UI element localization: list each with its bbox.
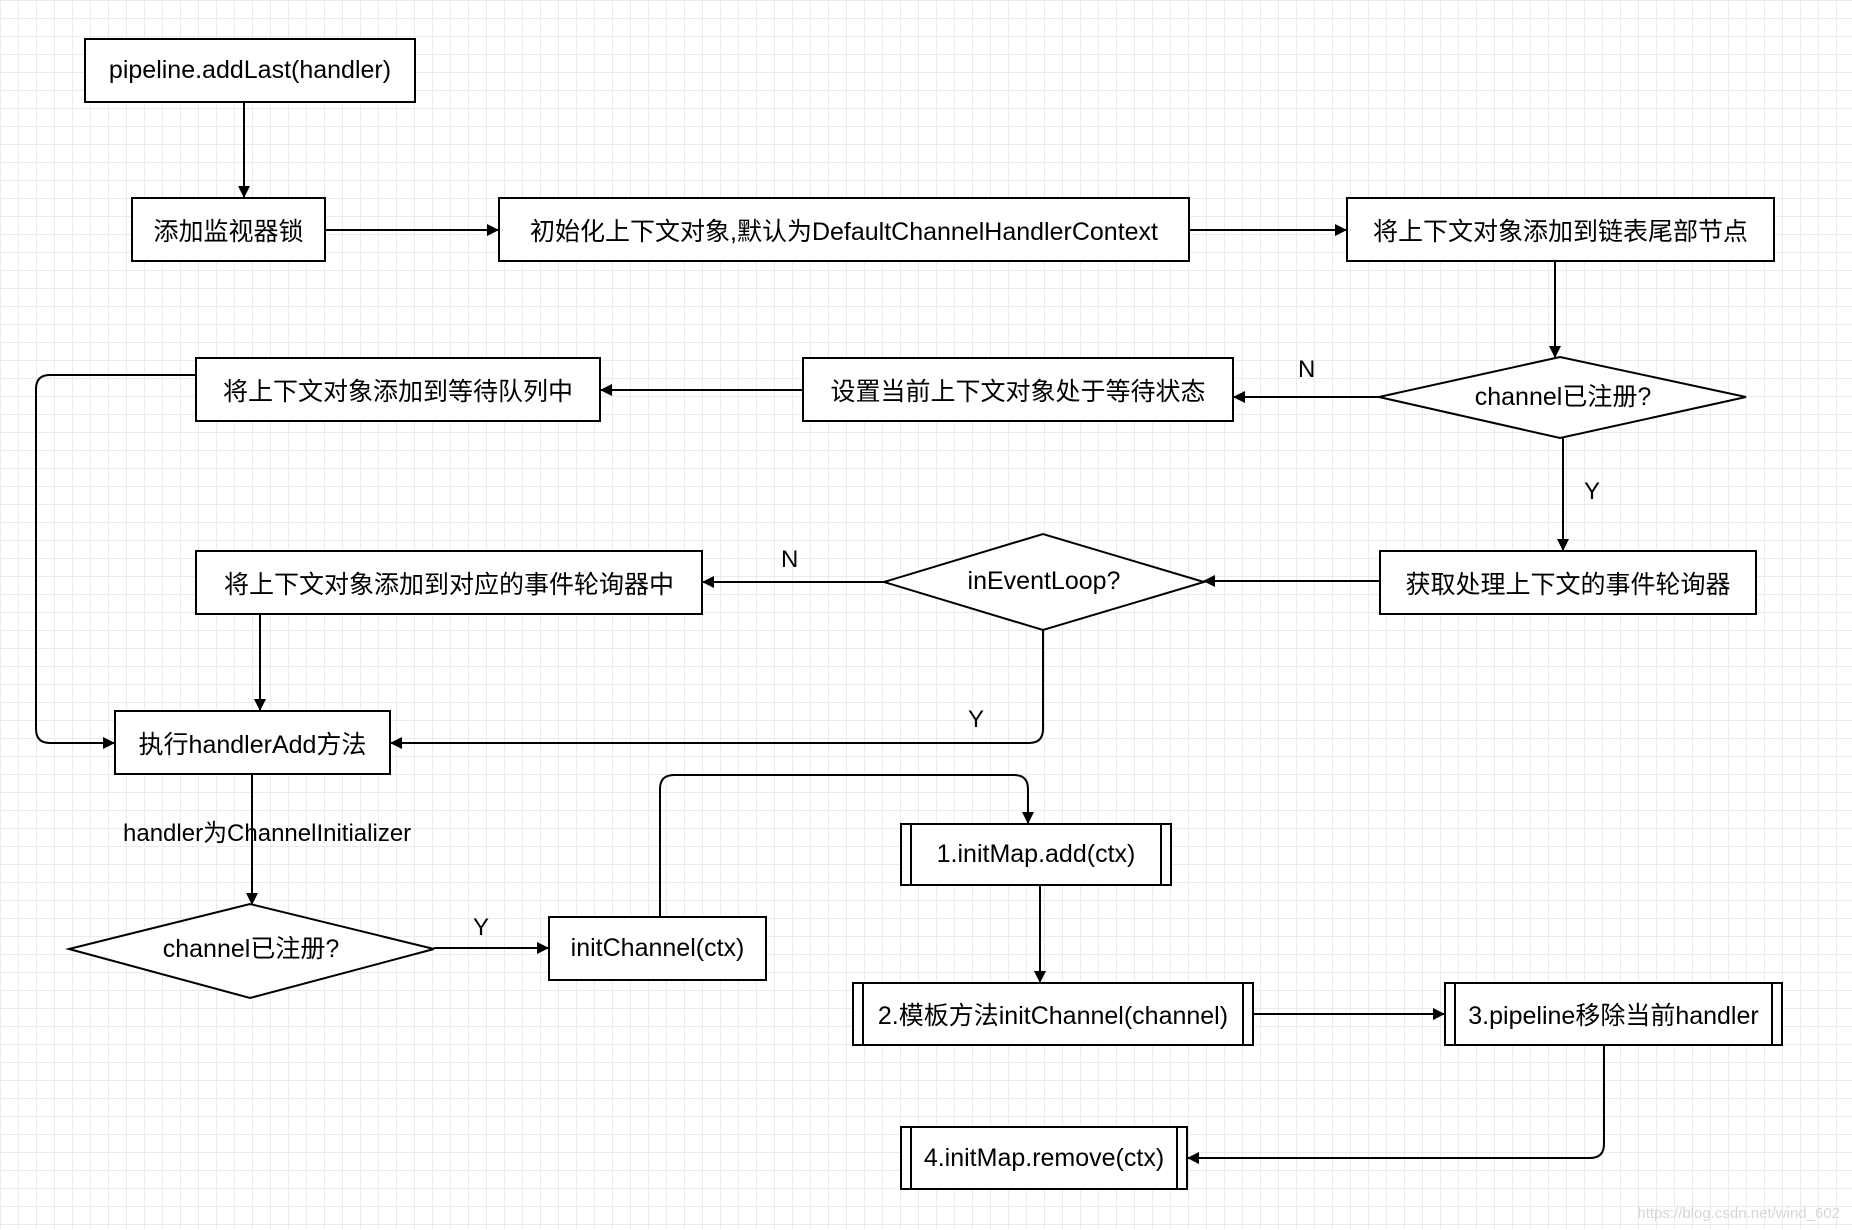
edge-label-handler-condition: handler为ChannelInitializer — [123, 820, 412, 847]
channel-registered-decision-1 — [1378, 355, 1747, 440]
exec-handler-add-node: 执行handlerAdd方法 — [114, 710, 391, 775]
step4-init-map-remove-node: 4.initMap.remove(ctx) — [900, 1126, 1188, 1190]
step2-template-init-channel-node: 2.模板方法initChannel(channel) — [852, 982, 1254, 1046]
channel-registered-label-2: channel已注册? — [162, 935, 340, 963]
init-channel-node: initChannel(ctx) — [548, 916, 767, 981]
in-event-loop-label: inEventLoop? — [967, 567, 1121, 595]
add-to-event-loop-node: 将上下文对象添加到对应的事件轮询器中 — [195, 550, 703, 615]
edge-step3-to-step4 — [1187, 1046, 1605, 1164]
edge-queue-to-exec — [35, 374, 195, 749]
step3-pipeline-remove-handler-node: 3.pipeline移除当前handler — [1444, 982, 1783, 1046]
edge-ineventloop-yes — [390, 630, 1044, 749]
edge-label-event-loop-yes: Y — [968, 706, 985, 733]
edge-initchannel-to-step1 — [659, 774, 1034, 916]
channel-registered-label-1: channel已注册? — [1474, 383, 1652, 411]
watermark: https://blog.csdn.net/wind_602 — [1637, 1205, 1840, 1222]
edge-label-registered-no: N — [1298, 356, 1316, 383]
channel-registered-decision-2 — [65, 902, 435, 1000]
get-event-loop-node: 获取处理上下文的事件轮询器 — [1379, 550, 1757, 615]
init-context-node: 初始化上下文对象,默认为DefaultChannelHandlerContext — [498, 197, 1190, 262]
add-waiting-queue-node: 将上下文对象添加到等待队列中 — [195, 357, 601, 422]
edge-label-event-loop-no: N — [781, 546, 799, 573]
step1-init-map-add-node: 1.initMap.add(ctx) — [900, 823, 1172, 886]
pipeline-addlast-node: pipeline.addLast(handler) — [84, 38, 416, 103]
append-tail-node: 将上下文对象添加到链表尾部节点 — [1346, 197, 1775, 262]
set-waiting-node: 设置当前上下文对象处于等待状态 — [802, 357, 1234, 422]
in-event-loop-decision — [880, 532, 1208, 632]
edge-label-registered-2-yes: Y — [473, 914, 490, 941]
edge-label-registered-yes: Y — [1584, 478, 1601, 505]
add-monitor-lock-node: 添加监视器锁 — [131, 197, 326, 262]
